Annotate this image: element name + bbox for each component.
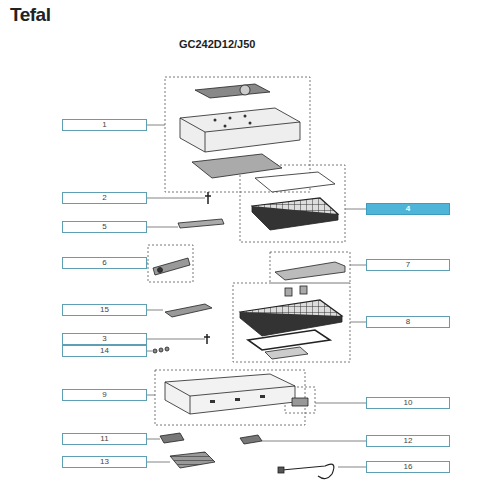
cover-handle: [195, 84, 270, 98]
callout-box: 3: [62, 333, 147, 345]
callout-number: 7: [406, 261, 410, 269]
callout-number: 6: [102, 259, 106, 267]
callout-number: 3: [102, 335, 106, 343]
switch: [292, 398, 308, 406]
callout-number: 8: [406, 318, 410, 326]
callout-box: 5: [62, 221, 147, 233]
thermostat-probe: [165, 304, 212, 317]
foot: [160, 433, 184, 443]
callout-box: 9: [62, 389, 147, 401]
callout-box: 11: [62, 433, 147, 445]
callout-box: 10: [366, 397, 450, 409]
leader-line: [147, 125, 165, 126]
callout-box: 7: [366, 259, 450, 271]
plate-shield: [265, 347, 308, 359]
callout-box: 13: [62, 456, 147, 468]
heating-element: [248, 330, 330, 350]
leader-line: [345, 209, 366, 210]
group-frame: [148, 245, 193, 282]
hinge-pin: [158, 268, 163, 273]
callout-box: 4: [366, 203, 450, 215]
callout-box: 8: [366, 316, 450, 328]
housing-edge: [180, 118, 300, 132]
callout-number: 12: [404, 437, 413, 445]
leader-line: [262, 441, 366, 442]
callout-number: 14: [100, 347, 109, 355]
callout-number: 2: [102, 194, 106, 202]
callout-number: 4: [406, 205, 410, 213]
base-edge: [165, 382, 295, 414]
callout-box: 16: [366, 461, 450, 473]
leader-line: [147, 395, 155, 396]
handle-bar: [178, 219, 224, 228]
brand-logo: Tefal: [10, 4, 50, 26]
leader-line: [147, 339, 205, 340]
callout-number: 13: [100, 458, 109, 466]
group-frame: [270, 252, 350, 283]
leader-line: [147, 310, 163, 311]
base-housing: [165, 374, 295, 414]
callout-number: 15: [100, 306, 109, 314]
clip: [300, 286, 307, 294]
leader-line: [147, 462, 170, 463]
foot: [240, 435, 262, 444]
leader-line: [147, 439, 160, 440]
power-cord: [282, 464, 334, 478]
callout-box: 1: [62, 119, 147, 131]
plate-rim: [240, 312, 342, 336]
leader-line: [338, 467, 366, 468]
callout-box: 2: [62, 192, 147, 204]
leader-line: [147, 351, 152, 352]
group-frame: [155, 370, 305, 425]
clip: [285, 288, 292, 296]
group-frame: [233, 283, 350, 362]
callout-number: 10: [404, 399, 413, 407]
housing-edge: [205, 132, 206, 152]
screw: [204, 334, 210, 344]
callout-number: 16: [404, 463, 413, 471]
leader-line: [350, 265, 366, 266]
thermostat-knob: [240, 85, 250, 95]
callout-number: 11: [100, 435, 108, 443]
plate-frame: [255, 172, 335, 192]
callout-box: 14: [62, 345, 147, 357]
group-frame: [240, 165, 345, 242]
callout-box: 15: [62, 304, 147, 316]
leader-line: [147, 227, 178, 228]
callout-number: 1: [102, 121, 106, 129]
leader-line: [315, 403, 366, 404]
callout-number: 5: [102, 223, 106, 231]
heat-shield: [192, 154, 282, 178]
leader-line: [147, 263, 148, 264]
hinge-arm: [275, 262, 345, 280]
plate-rim: [252, 206, 338, 230]
leader-line: [147, 198, 205, 199]
callout-number: 9: [102, 391, 106, 399]
plug: [278, 467, 284, 473]
model-title: GC242D12/J50: [179, 38, 255, 50]
screw-part: [205, 192, 211, 204]
drip-tray: [170, 452, 215, 468]
leader-line: [350, 322, 366, 323]
callout-box: 6: [62, 257, 147, 269]
upper-housing: [180, 108, 300, 152]
callout-box: 12: [366, 435, 450, 447]
hinge: [153, 258, 190, 275]
